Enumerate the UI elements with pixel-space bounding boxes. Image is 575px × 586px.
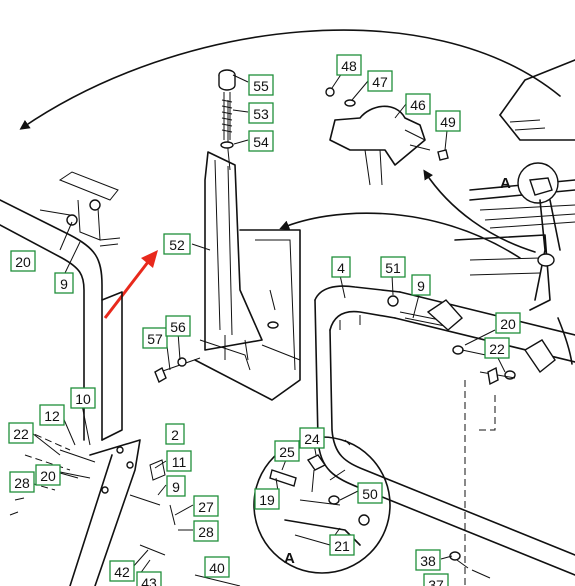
callout-47: 47 (367, 70, 393, 92)
callout-number: 43 (141, 575, 157, 586)
callout-number: 47 (372, 74, 388, 90)
callout-number: 19 (259, 492, 275, 508)
callout-38: 38 (415, 549, 441, 571)
callout-19: 19 (254, 488, 280, 510)
callout-number: 20 (500, 316, 516, 332)
callout-55: 55 (248, 74, 274, 96)
callout-12: 12 (39, 404, 65, 426)
detail-letter-a-bottom: A (284, 550, 295, 567)
callout-number: 56 (170, 319, 186, 335)
left-frame (0, 171, 123, 441)
callout-number: 10 (75, 391, 91, 407)
callout-20: 20 (35, 464, 61, 486)
curved-arrow-left (19, 29, 561, 130)
callout-43: 43 (136, 571, 162, 586)
callout-2: 2 (165, 423, 185, 445)
bracket-46 (325, 87, 449, 186)
curved-arrow-right (557, 317, 573, 365)
callout-37: 37 (423, 573, 449, 586)
callout-number: 9 (172, 479, 180, 495)
callout-number: 37 (428, 577, 444, 586)
callout-labels: 5553544847464952575651942022101222202821… (8, 54, 521, 586)
bracket-52 (194, 100, 301, 401)
callout-57: 57 (142, 327, 168, 349)
callout-40: 40 (204, 556, 230, 578)
callout-25: 25 (274, 440, 300, 462)
callout-46: 46 (405, 93, 431, 115)
callout-number: 28 (14, 475, 30, 491)
callout-number: 25 (279, 444, 295, 460)
callout-9: 9 (166, 475, 186, 497)
callout-number: 27 (198, 499, 214, 515)
detail-circle-a (253, 436, 391, 574)
callout-number: 46 (410, 97, 426, 113)
callout-54: 54 (248, 130, 274, 152)
red-pointer-arrow (103, 250, 158, 319)
callout-number: 50 (362, 486, 378, 502)
callout-number: 21 (334, 538, 350, 554)
callout-number: 28 (198, 524, 214, 540)
callout-50: 50 (357, 482, 383, 504)
callout-27: 27 (193, 495, 219, 517)
callout-number: 9 (60, 276, 68, 292)
callout-number: 40 (209, 560, 225, 576)
callout-56: 56 (165, 315, 191, 337)
callout-number: 20 (15, 254, 31, 270)
bolt-stack-55-53-54 (218, 69, 236, 149)
callout-number: 57 (147, 331, 163, 347)
callout-number: 51 (385, 260, 401, 276)
detail-letter-a-top: A (500, 175, 511, 192)
callout-number: 12 (44, 408, 60, 424)
callout-20: 20 (10, 250, 36, 272)
callout-28: 28 (9, 471, 35, 493)
lower-left-bracket (9, 429, 241, 586)
callout-21: 21 (329, 534, 355, 556)
curved-arrow-middle (279, 212, 521, 259)
callout-4: 4 (331, 256, 351, 278)
callout-number: 20 (40, 468, 56, 484)
callout-number: 54 (253, 134, 269, 150)
callout-number: 53 (253, 106, 269, 122)
callout-number: 48 (341, 58, 357, 74)
callout-number: 49 (440, 114, 456, 130)
callout-number: 4 (337, 260, 345, 276)
callout-22: 22 (484, 337, 510, 359)
callout-number: 22 (13, 426, 29, 442)
callout-53: 53 (248, 102, 274, 124)
callout-51: 51 (380, 256, 406, 278)
callout-number: 11 (172, 454, 187, 470)
callout-48: 48 (336, 54, 362, 76)
callout-9: 9 (54, 272, 74, 294)
fasteners-57-56 (154, 357, 201, 384)
callout-number: 55 (253, 78, 269, 94)
callout-52: 52 (163, 233, 191, 255)
callout-number: 22 (489, 341, 505, 357)
callout-number: 42 (114, 564, 130, 580)
callout-42: 42 (109, 560, 135, 582)
callout-28: 28 (193, 520, 219, 542)
callout-24: 24 (299, 427, 325, 449)
callout-20: 20 (495, 312, 521, 334)
callout-10: 10 (70, 387, 96, 409)
callout-9: 9 (411, 274, 431, 296)
curved-arrow-upper (423, 169, 536, 253)
machine-body (454, 59, 575, 311)
callout-number: 38 (420, 553, 436, 569)
callout-11: 11 (166, 450, 192, 472)
callout-22: 22 (8, 422, 34, 444)
callout-number: 52 (169, 237, 185, 253)
callout-49: 49 (435, 110, 461, 132)
callout-number: 2 (171, 427, 179, 443)
callout-number: 9 (417, 278, 425, 294)
callout-number: 24 (304, 431, 320, 447)
